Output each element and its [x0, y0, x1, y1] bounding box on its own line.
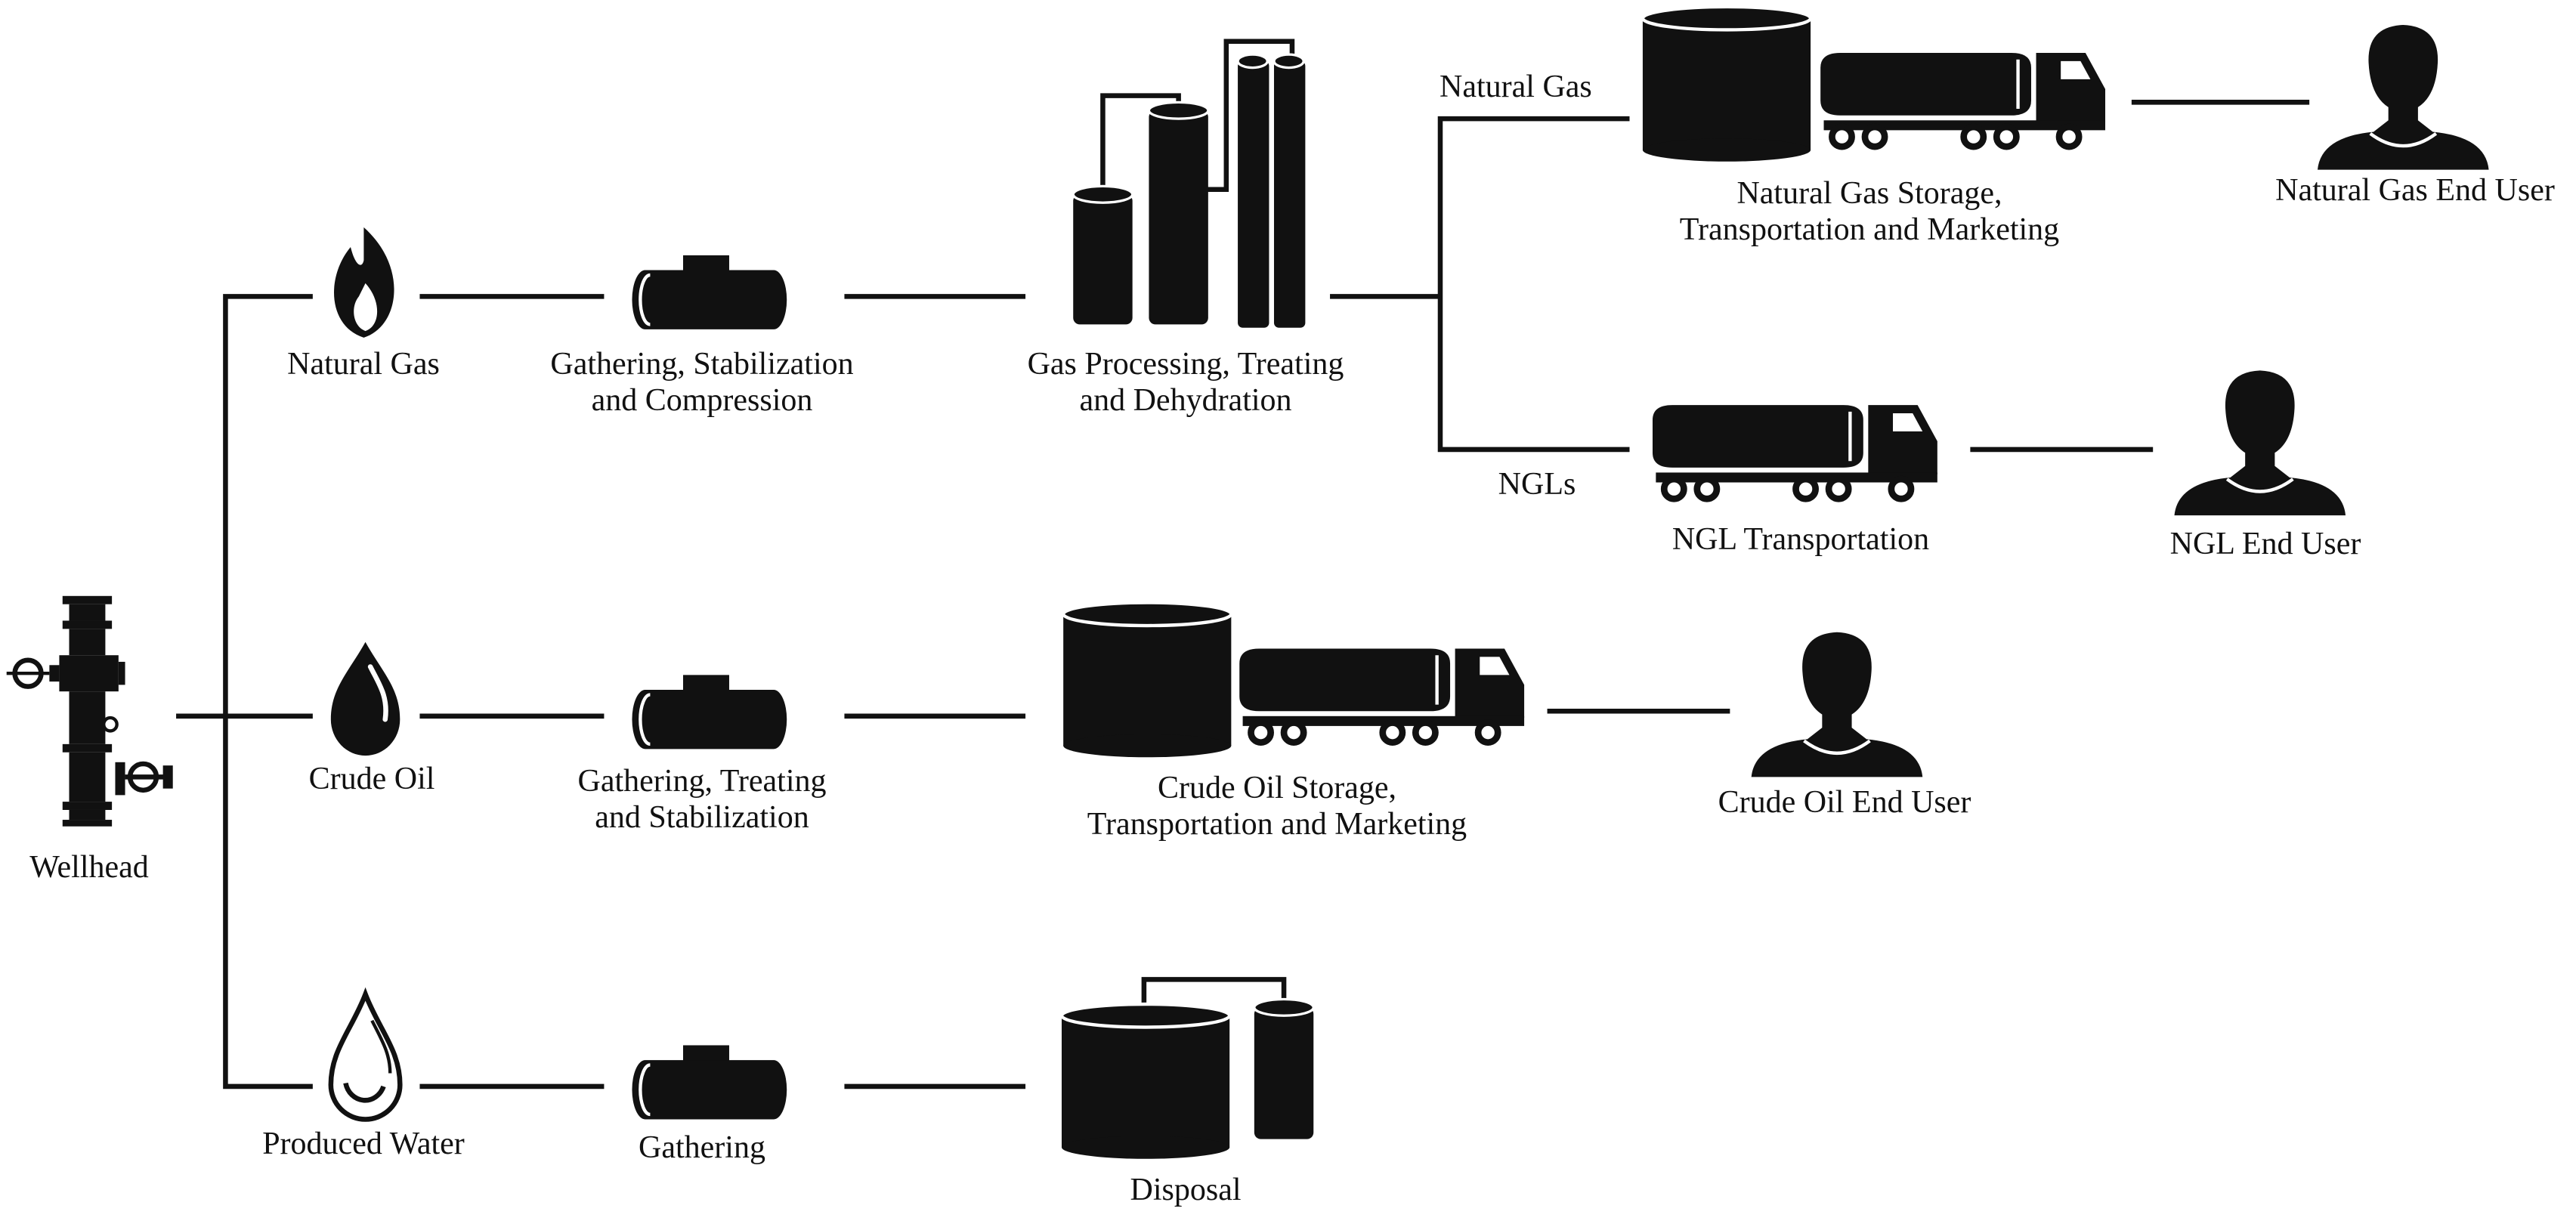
ngl-end-user-label: NGL End User — [2169, 527, 2361, 561]
natural-gas-label: Natural Gas — [287, 347, 440, 382]
crude-oil-storage-label: Crude Oil Storage, Transportation and Ma… — [1087, 771, 1467, 842]
tanker-truck-icon-ngl — [1653, 405, 1937, 499]
separator-tank-icon-gas — [632, 255, 787, 329]
separator-tank-icon-oil — [632, 675, 787, 749]
gas-processing-label: Gas Processing, Treating and Dehydration — [1027, 347, 1344, 418]
oil-drop-icon — [330, 641, 400, 756]
water-gathering-label: Gathering — [639, 1130, 765, 1165]
natural-gas-end-user-label: Natural Gas End User — [2275, 173, 2555, 208]
natural-gas-branch-label: Natural Gas — [1440, 70, 1592, 104]
ngls-branch-label: NGLs — [1498, 467, 1576, 502]
person-icon-natural-gas-user — [2318, 25, 2489, 170]
water-drop-icon — [328, 987, 403, 1122]
connector-lines — [176, 100, 2310, 1089]
person-icon-crude-oil-user — [1752, 632, 1923, 777]
gas-gathering-label: Gathering, Stabilization and Compression — [550, 347, 854, 418]
flame-icon — [334, 227, 394, 338]
crude-oil-end-user-label: Crude Oil End User — [1718, 785, 1971, 820]
disposal-tanks-icon — [1062, 977, 1315, 1158]
storage-tank-truck-icon-oil — [1063, 603, 1524, 758]
storage-tank-truck-icon-gas — [1643, 7, 2105, 162]
oil-gathering-label: Gathering, Treating and Stabilization — [577, 764, 827, 835]
ngl-transportation-label: NGL Transportation — [1671, 522, 1930, 557]
separator-tank-icon-water — [632, 1045, 787, 1119]
produced-water-label: Produced Water — [262, 1127, 465, 1161]
wellhead-icon — [6, 595, 173, 827]
person-icon-ngl-user — [2175, 370, 2346, 515]
wellhead-label: Wellhead — [29, 850, 149, 885]
disposal-label: Disposal — [1130, 1173, 1242, 1207]
processing-towers-icon — [1072, 39, 1306, 328]
natural-gas-storage-label: Natural Gas Storage, Transportation and … — [1679, 176, 2060, 247]
crude-oil-label: Crude Oil — [308, 762, 435, 796]
